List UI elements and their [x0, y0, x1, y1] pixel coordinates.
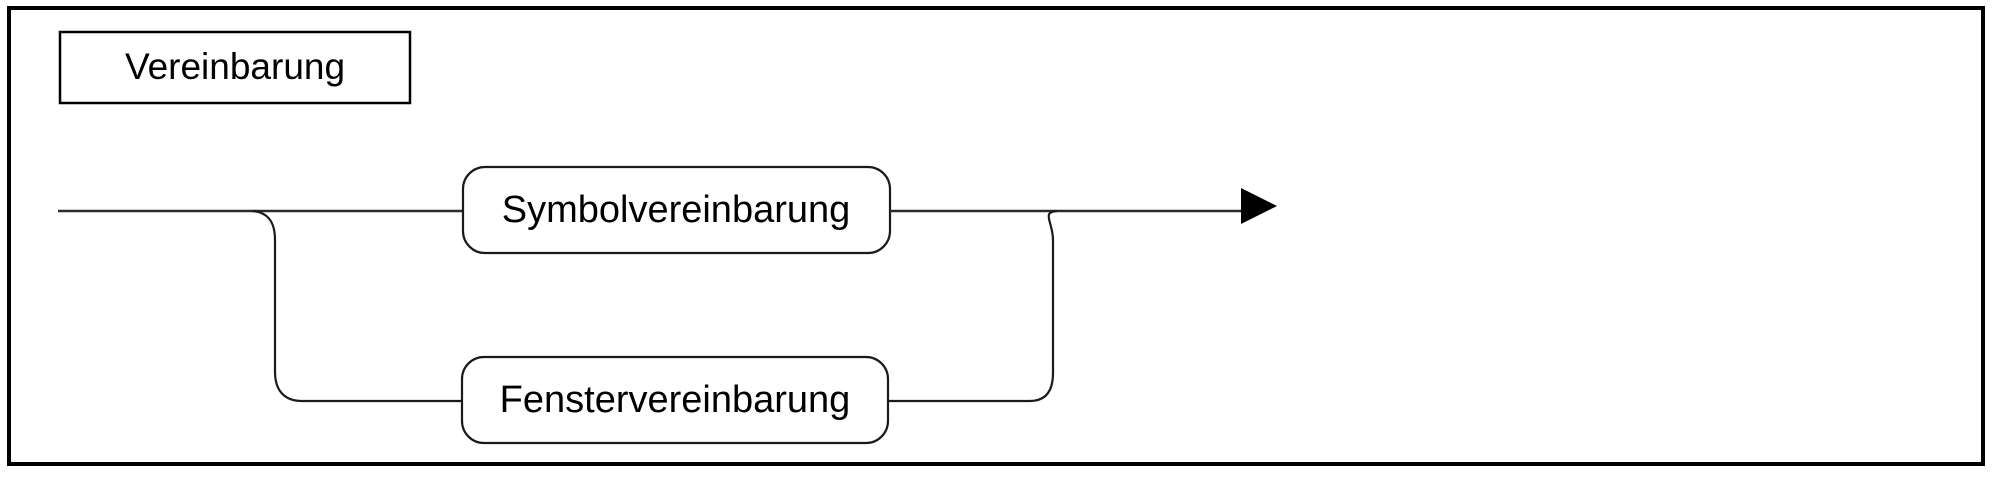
branch-split-curve-left [251, 209, 303, 403]
diagram-outer-frame [7, 6, 1985, 466]
node-fenstervereinbarung-label: Fenstervereinbarung [500, 379, 851, 421]
diagram-title-box [58, 30, 412, 105]
branch-merge-curve-right [1029, 209, 1058, 403]
node-symbolvereinbarung-label: Symbolvereinbarung [502, 189, 851, 231]
diagram-title-text: Vereinbarung [125, 46, 345, 87]
triangle-right-icon [1241, 188, 1277, 224]
